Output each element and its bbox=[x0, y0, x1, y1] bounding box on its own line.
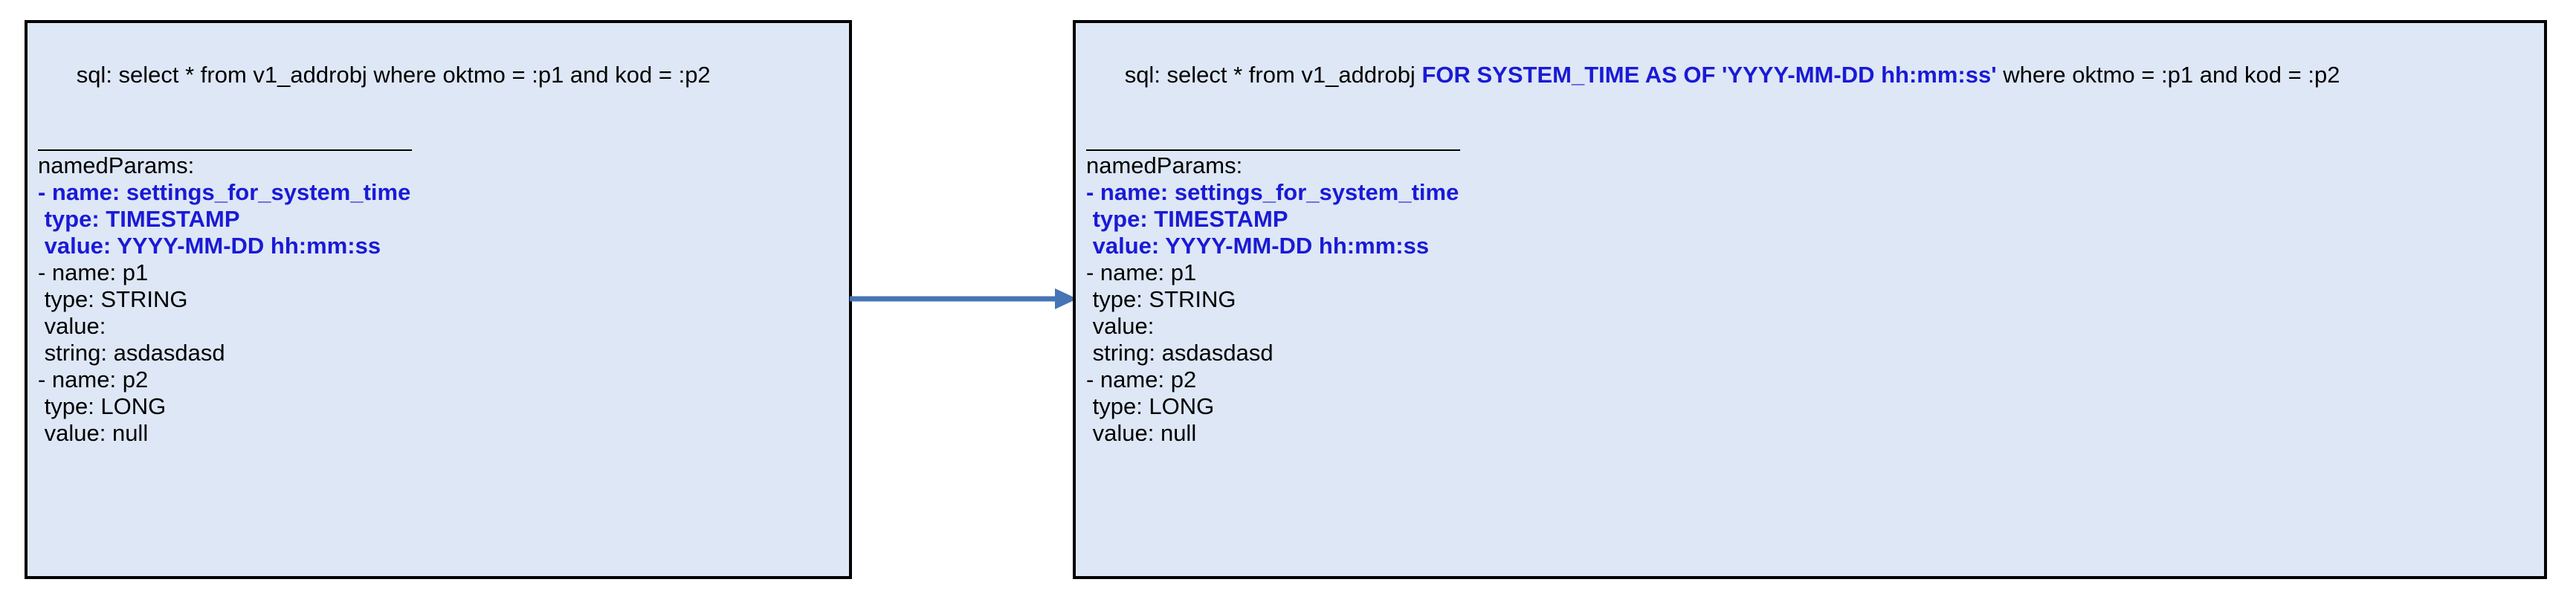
after-sql-highlight: FOR SYSTEM_TIME AS OF 'YYYY-MM-DD hh:mm:… bbox=[1421, 62, 1997, 88]
before-param-1-line-2: value: bbox=[38, 313, 106, 339]
after-param-2-line-0: - name: p2 bbox=[1086, 366, 1197, 392]
after-query-box: sql: select * from v1_addrobj FOR SYSTEM… bbox=[1073, 20, 2547, 579]
after-param-0-line-2: value: YYYY-MM-DD hh:mm:ss bbox=[1086, 233, 1430, 259]
before-param-2-line-2: value: null bbox=[38, 420, 149, 446]
after-divider: ______________________________ bbox=[1086, 126, 1460, 152]
before-spacer bbox=[38, 115, 836, 126]
transform-arrow bbox=[850, 277, 1077, 321]
after-spacer bbox=[1086, 115, 2531, 126]
after-param-1-line-3: string: asdasdasd bbox=[1086, 340, 1274, 366]
after-param-0-line-0: - name: settings_for_system_time bbox=[1086, 179, 1459, 205]
after-param-0-line-1: type: TIMESTAMP bbox=[1086, 206, 1288, 232]
before-sql-statement: sql: select * from v1_addrobj where oktm… bbox=[38, 35, 836, 115]
after-param-2-line-1: type: LONG bbox=[1086, 393, 1215, 419]
before-param-1-line-0: - name: p1 bbox=[38, 259, 149, 285]
after-param-2-line-2: value: null bbox=[1086, 420, 1197, 446]
before-sql-prefix: sql: select * from v1_addrobj where oktm… bbox=[76, 62, 711, 88]
arrow-icon bbox=[850, 288, 1077, 309]
before-param-1-line-1: type: STRING bbox=[38, 286, 188, 312]
before-query-box: sql: select * from v1_addrobj where oktm… bbox=[25, 20, 852, 579]
after-sql-statement: sql: select * from v1_addrobj FOR SYSTEM… bbox=[1086, 35, 2531, 115]
after-param-1-line-2: value: bbox=[1086, 313, 1155, 339]
after-sql-suffix: where oktmo = :p1 and kod = :p2 bbox=[1996, 62, 2340, 88]
after-named-params-label: namedParams: bbox=[1086, 152, 1243, 178]
before-param-0-line-2: value: YYYY-MM-DD hh:mm:ss bbox=[38, 233, 381, 259]
before-param-1-line-3: string: asdasdasd bbox=[38, 340, 225, 366]
after-sql-prefix: sql: select * from v1_addrobj bbox=[1124, 62, 1422, 88]
after-param-1-line-1: type: STRING bbox=[1086, 286, 1236, 312]
before-param-2-line-1: type: LONG bbox=[38, 393, 167, 419]
before-named-params-label: namedParams: bbox=[38, 152, 195, 178]
before-param-2-line-0: - name: p2 bbox=[38, 366, 149, 392]
before-param-0-line-1: type: TIMESTAMP bbox=[38, 206, 240, 232]
after-param-1-line-0: - name: p1 bbox=[1086, 259, 1197, 285]
before-divider: ______________________________ bbox=[38, 126, 412, 152]
before-param-0-line-0: - name: settings_for_system_time bbox=[38, 179, 411, 205]
